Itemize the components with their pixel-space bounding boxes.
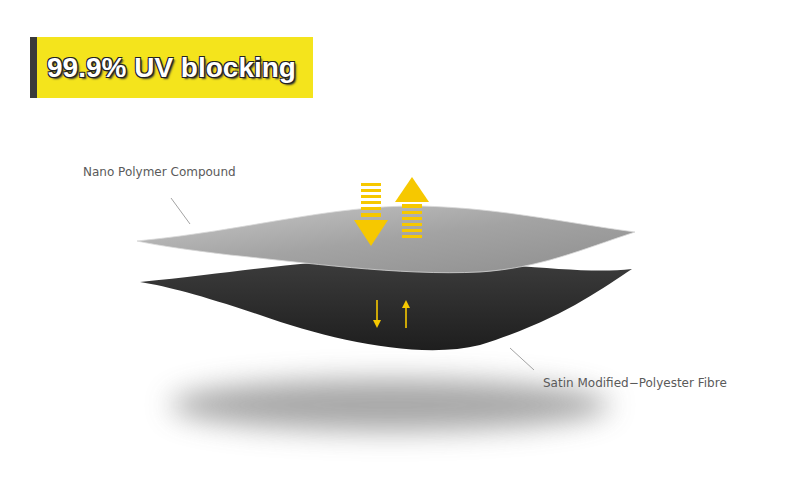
uv-arrow-down	[354, 183, 388, 246]
uv-arrow-up	[395, 177, 429, 238]
part-label: Satin Modified−Polyester Fibre	[543, 376, 727, 390]
part-label: Nano Polymer Compound	[83, 165, 236, 179]
title: 99.9% UV blocking	[37, 52, 306, 84]
banner-bar	[30, 37, 37, 98]
small-arrows	[373, 300, 410, 328]
title-banner: 99.9% UV blocking	[37, 37, 313, 98]
leader-line	[171, 198, 190, 224]
fibre-layer	[140, 260, 632, 350]
leader-line	[510, 348, 534, 370]
polymer-layer	[137, 206, 635, 273]
